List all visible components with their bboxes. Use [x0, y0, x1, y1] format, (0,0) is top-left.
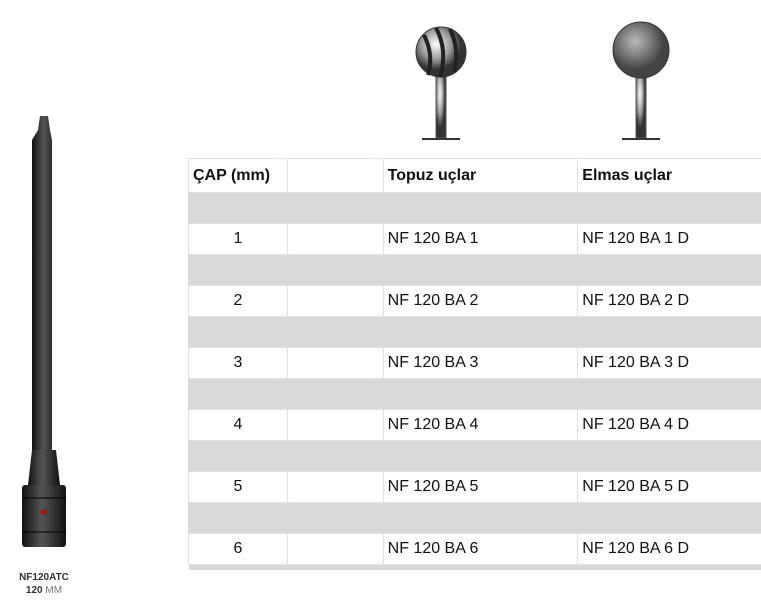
cell-elmas: NF 120 BA 6 D — [577, 533, 761, 565]
table-row: 6 NF 120 BA 6 NF 120 BA 6 D — [188, 533, 761, 565]
cell-diameter: 6 — [188, 533, 288, 565]
product-length: 120 — [25, 585, 43, 596]
cell-topuz: NF 120 BA 2 — [382, 285, 578, 317]
cell-elmas: NF 120 BA 1 D — [577, 223, 761, 255]
cell-diameter: 4 — [188, 409, 288, 441]
cell-elmas: NF 120 BA 2 D — [577, 285, 761, 317]
table-row: 1 NF 120 BA 1 NF 120 BA 1 D — [188, 223, 761, 255]
header-topuz: Topuz uçlar — [382, 158, 578, 193]
cell-topuz: NF 120 BA 3 — [382, 347, 578, 379]
spacer-row — [188, 316, 761, 348]
table-footer-band — [188, 564, 761, 570]
cell-elmas: NF 120 BA 5 D — [577, 471, 761, 503]
cell-diameter: 3 — [188, 347, 288, 379]
handpiece-image — [22, 116, 66, 547]
cell-empty — [286, 347, 384, 379]
cell-empty — [286, 285, 384, 317]
table-row: 4 NF 120 BA 4 NF 120 BA 4 D — [188, 409, 761, 441]
cell-empty — [286, 533, 384, 565]
header-diameter: ÇAP (mm) — [188, 158, 288, 193]
cell-empty — [286, 409, 384, 441]
product-length-unit: MM — [45, 585, 63, 596]
cell-elmas: NF 120 BA 4 D — [577, 409, 761, 441]
elmas-burr-image — [612, 21, 670, 140]
product-caption: NF120ATC 120 MM — [14, 571, 74, 597]
spacer-row — [188, 192, 761, 224]
cell-topuz: NF 120 BA 6 — [382, 533, 578, 565]
header-empty — [286, 158, 384, 193]
table-header-row: ÇAP (mm) Topuz uçlar Elmas uçlar — [188, 158, 761, 193]
table-row: 2 NF 120 BA 2 NF 120 BA 2 D — [188, 285, 761, 317]
cell-empty — [286, 471, 384, 503]
spacer-row — [188, 378, 761, 410]
cell-diameter: 1 — [188, 223, 288, 255]
cell-diameter: 2 — [188, 285, 288, 317]
burr-table: ÇAP (mm) Topuz uçlar Elmas uçlar 1 NF 12… — [188, 158, 761, 570]
cell-diameter: 5 — [188, 471, 288, 503]
cell-topuz: NF 120 BA 4 — [382, 409, 578, 441]
spacer-row — [188, 254, 761, 286]
spacer-row — [188, 440, 761, 472]
topuz-burr-image — [415, 26, 467, 140]
cell-empty — [286, 223, 384, 255]
cell-topuz: NF 120 BA 5 — [382, 471, 578, 503]
product-code: NF120ATC — [19, 572, 69, 583]
table-row: 3 NF 120 BA 3 NF 120 BA 3 D — [188, 347, 761, 379]
header-elmas: Elmas uçlar — [577, 158, 761, 193]
spacer-row — [188, 502, 761, 534]
table-row: 5 NF 120 BA 5 NF 120 BA 5 D — [188, 471, 761, 503]
cell-elmas: NF 120 BA 3 D — [577, 347, 761, 379]
cell-topuz: NF 120 BA 1 — [382, 223, 578, 255]
